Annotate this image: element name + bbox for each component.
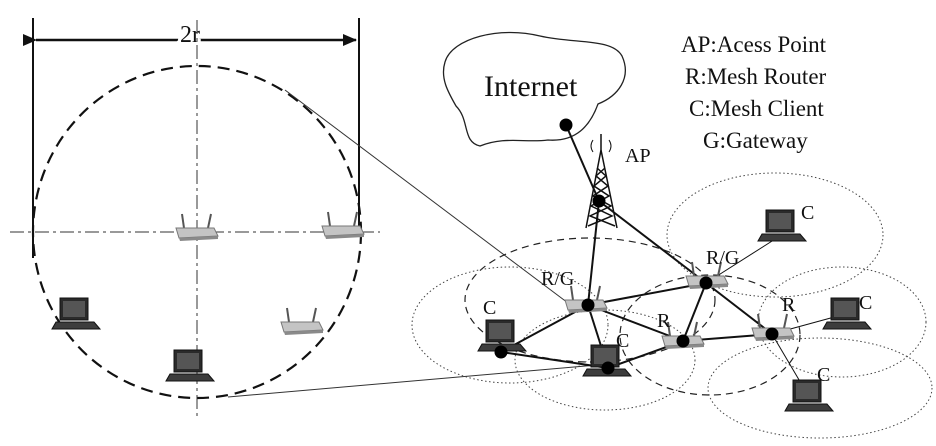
zoom-line-top: [284, 89, 581, 313]
laptop-icon-bottom: [165, 349, 215, 382]
node-r-right: [765, 327, 779, 341]
node-ap: [592, 194, 606, 208]
node-internet: [559, 118, 573, 132]
range-bottom-right: [707, 337, 933, 439]
range-client-left: [411, 266, 609, 384]
rg-right-label: R/G: [706, 247, 739, 269]
r-right-label: R: [782, 294, 796, 316]
laptop-icon-c-top-right: [757, 209, 807, 242]
c-bottom-right-label: C: [817, 364, 830, 386]
link-rg-right-r-right: [705, 282, 773, 335]
router-icon-lower: [280, 307, 324, 336]
node-dots: [494, 118, 779, 375]
ap-label: AP: [625, 145, 651, 167]
range-top-right: [666, 172, 884, 298]
c-top-right-label: C: [801, 202, 814, 224]
node-c-left: [494, 345, 508, 359]
diameter-label: 2r: [180, 22, 200, 48]
internet-label: Internet: [484, 70, 578, 103]
zoom-line-bottom: [227, 364, 598, 398]
node-rg-left: [581, 298, 595, 312]
range-rg-left: [464, 237, 716, 363]
router-icon-edge: [321, 211, 365, 240]
legend: AP:Acess Point R:Mesh Router C:Mesh Clie…: [681, 32, 827, 153]
node-rg-right: [699, 276, 713, 290]
link-internet-ap: [565, 124, 600, 202]
legend-item-g: G:Gateway: [703, 128, 808, 153]
node-r-center: [676, 334, 690, 348]
c-center-label: C: [616, 330, 629, 352]
r-center-label: R: [657, 310, 671, 332]
coverage-ranges: [411, 172, 933, 439]
link-c-left-c-center: [500, 351, 609, 369]
coverage-zoom-panel: 2r: [10, 18, 380, 420]
rg-left-label: R/G: [541, 268, 574, 290]
link-ap-rg-left: [587, 200, 600, 306]
range-r-center: [619, 274, 801, 396]
c-left-label: C: [483, 297, 496, 319]
node-c-center: [601, 361, 615, 375]
link-rg-left-rg-right: [587, 282, 707, 306]
legend-item-ap: AP:Acess Point: [681, 32, 827, 57]
laptop-icon-left: [51, 297, 101, 330]
legend-item-r: R:Mesh Router: [685, 64, 827, 89]
legend-item-c: C:Mesh Client: [689, 96, 824, 121]
link-r-center-rg-right: [682, 282, 707, 342]
internet-cloud: Internet: [442, 31, 626, 147]
c-right-label: C: [859, 292, 872, 314]
router-icon-center: [175, 213, 219, 242]
mesh-links: [500, 124, 839, 391]
link-ap-rg-right: [598, 200, 707, 284]
